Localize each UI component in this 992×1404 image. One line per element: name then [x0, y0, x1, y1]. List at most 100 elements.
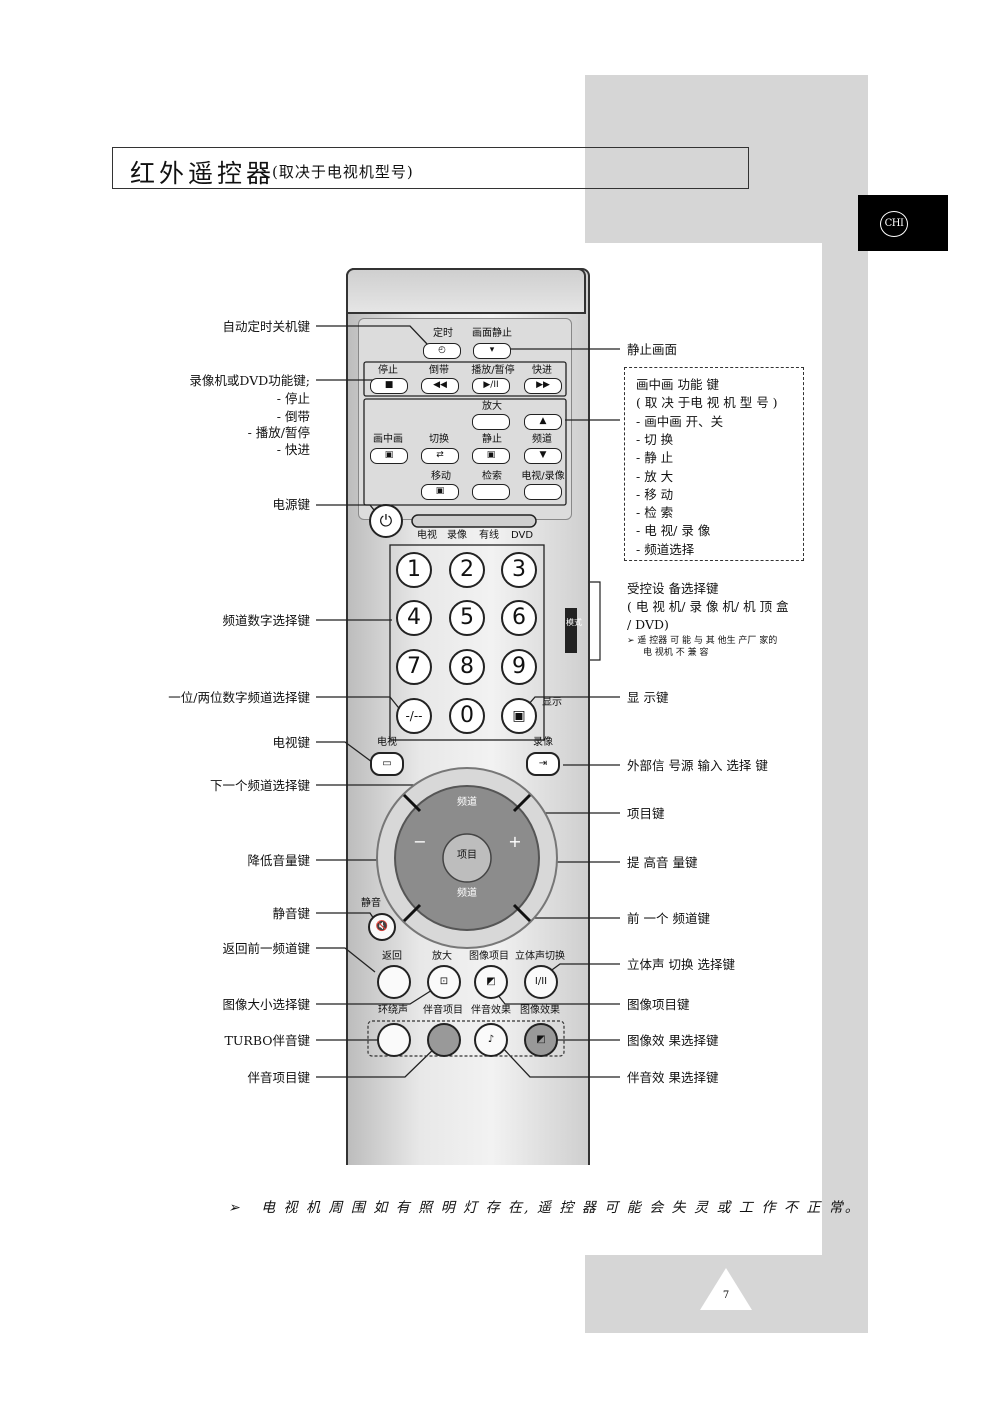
volume-down-button[interactable]: −	[413, 832, 427, 851]
page-decor-side	[822, 243, 868, 1255]
swap-button[interactable]: ⇄	[421, 448, 459, 464]
digit-9-button[interactable]: 9	[501, 649, 537, 685]
pip-still-key-label: 静止	[482, 434, 502, 445]
digit-4-button[interactable]: 4	[396, 600, 432, 636]
label-sound-menu: 伴音项目键	[247, 1070, 310, 1085]
picture-menu-button[interactable]: ◩	[474, 965, 508, 999]
pip-item: - 电 视/ 录 像	[636, 523, 711, 538]
play-pause-button[interactable]: ▶/II	[472, 378, 510, 394]
digit-3-button[interactable]: 3	[501, 552, 537, 588]
digit-7-button[interactable]: 7	[396, 649, 432, 685]
power-icon[interactable]: ⏻	[379, 511, 393, 530]
display-button[interactable]: ▣	[501, 698, 537, 734]
swap-key-label: 切换	[429, 434, 449, 445]
ff-button[interactable]: ▶▶	[524, 378, 562, 394]
channel-key-label: 频道	[532, 434, 552, 445]
size-button[interactable]: ⊡	[427, 965, 461, 999]
tv-button[interactable]: ▭	[370, 752, 404, 776]
mode-tv-label: 电视	[417, 530, 437, 541]
mode-dvd-label: DVD	[510, 530, 534, 541]
digit-mode-button[interactable]: -/--	[396, 698, 432, 734]
digit-0-button[interactable]: 0	[449, 698, 485, 734]
still-button[interactable]: ▾	[473, 343, 511, 359]
label-numeric: 频道数字选择键	[222, 613, 310, 628]
label-prev-channel: 前 一个 频道键	[627, 911, 710, 926]
pic-effect-key-label: 图像效果	[520, 1005, 560, 1016]
label-mute: 静音键	[272, 906, 310, 921]
stop-key-label: 停止	[378, 365, 398, 376]
title-box	[112, 147, 749, 189]
return-button[interactable]	[377, 965, 411, 999]
tv-vcr-button[interactable]	[524, 484, 562, 500]
page-marker	[700, 1268, 752, 1310]
turbo-button[interactable]	[377, 1023, 411, 1057]
digit-2-button[interactable]: 2	[449, 552, 485, 588]
sound-menu-key-label: 伴音项目	[423, 1005, 463, 1016]
sound-effect-button[interactable]: ♪	[474, 1023, 508, 1057]
digit-8-button[interactable]: 8	[449, 649, 485, 685]
zoom-key-label: 放大	[482, 401, 502, 412]
move-button[interactable]: ▣	[421, 484, 459, 500]
stop-button[interactable]: ■	[370, 378, 408, 394]
label-sound-effect: 伴音效 果选择键	[627, 1070, 719, 1085]
surround-key-label: 环绕声	[378, 1005, 408, 1016]
mute-key-label: 静音	[361, 898, 381, 909]
menu-button[interactable]: 项目	[457, 850, 477, 861]
pic-menu-key-label: 图像项目	[469, 951, 509, 962]
label-vol-up: 提 高音 量键	[627, 855, 698, 870]
timer-button[interactable]: ◴	[423, 343, 461, 359]
pip-info-box	[624, 367, 804, 561]
label-display: 显 示键	[627, 690, 669, 705]
digit-6-button[interactable]: 6	[501, 600, 537, 636]
display-key-label: 显示	[542, 697, 562, 708]
label-device-sel: 受控设 备选择键	[627, 581, 719, 596]
pip-item: - 画中画 开、关	[636, 414, 724, 429]
volume-up-button[interactable]: +	[508, 832, 522, 851]
vcr-key-label: 录像	[533, 737, 553, 748]
label-prev-ch: 返回前一频道键	[222, 941, 310, 956]
label-digit: 一位/两位数字频道选择键	[168, 690, 310, 705]
size-key-label: 放大	[432, 951, 452, 962]
picture-effect-button[interactable]: ◩	[524, 1023, 558, 1057]
ff-key-label: 快进	[532, 365, 552, 376]
language-badge: CHI	[880, 211, 908, 237]
label-menu: 项目键	[627, 806, 665, 821]
footnote-text: 电 视 机 周 围 如 有 照 明 灯 存 在, 遥 控 器 可 能 会 失 灵…	[261, 1200, 861, 1216]
label-device-note: ➢ 遥 控器 可 能 与 其 他生 产厂 家的	[627, 636, 778, 646]
sound-menu-button[interactable]	[427, 1023, 461, 1057]
pip-zoom-button[interactable]	[472, 414, 510, 430]
pip-item: - 静 止	[636, 450, 674, 465]
channel-up-button[interactable]: ▲	[524, 414, 562, 430]
pip-item: - 放 大	[636, 469, 674, 484]
label-timer: 自动定时关机键	[222, 319, 310, 334]
return-key-label: 返回	[382, 951, 402, 962]
stereo-button[interactable]: I/II	[524, 965, 558, 999]
channel-down-label[interactable]: 频道	[457, 888, 477, 899]
channel-down-button[interactable]: ▼	[524, 448, 562, 464]
digit-5-button[interactable]: 5	[449, 600, 485, 636]
search-key-label: 检索	[482, 471, 502, 482]
rew-key-label: 倒带	[429, 365, 449, 376]
label-still: 静止画面	[627, 342, 678, 357]
source-button[interactable]: ⇥	[526, 752, 560, 776]
search-button[interactable]	[472, 484, 510, 500]
label-tv: 电视键	[272, 735, 310, 750]
label-size: 图像大小选择键	[222, 997, 310, 1012]
label-stereo: 立体声 切换 选择键	[627, 957, 735, 972]
tv-vcr-key-label: 电视/录像	[521, 471, 565, 482]
pip-sub: ( 取 决 于电 视 机 型 号 )	[636, 395, 778, 410]
pip-still-button[interactable]: ▣	[472, 448, 510, 464]
mute-icon[interactable]: 🔇	[368, 913, 396, 941]
mode-cable-label: 有线	[479, 530, 499, 541]
rew-button[interactable]: ◀◀	[421, 378, 459, 394]
pip-item: - 切 换	[636, 432, 674, 447]
pip-button[interactable]: ▣	[370, 448, 408, 464]
timer-key-label: 定时	[433, 328, 453, 339]
page-decor-top	[585, 75, 868, 243]
channel-up-label[interactable]: 频道	[457, 797, 477, 808]
tv-key-label: 电视	[377, 737, 397, 748]
still-key-label: 画面静止	[472, 328, 512, 339]
digit-1-button[interactable]: 1	[396, 552, 432, 588]
mode-switch-label[interactable]: 模式	[566, 618, 582, 627]
